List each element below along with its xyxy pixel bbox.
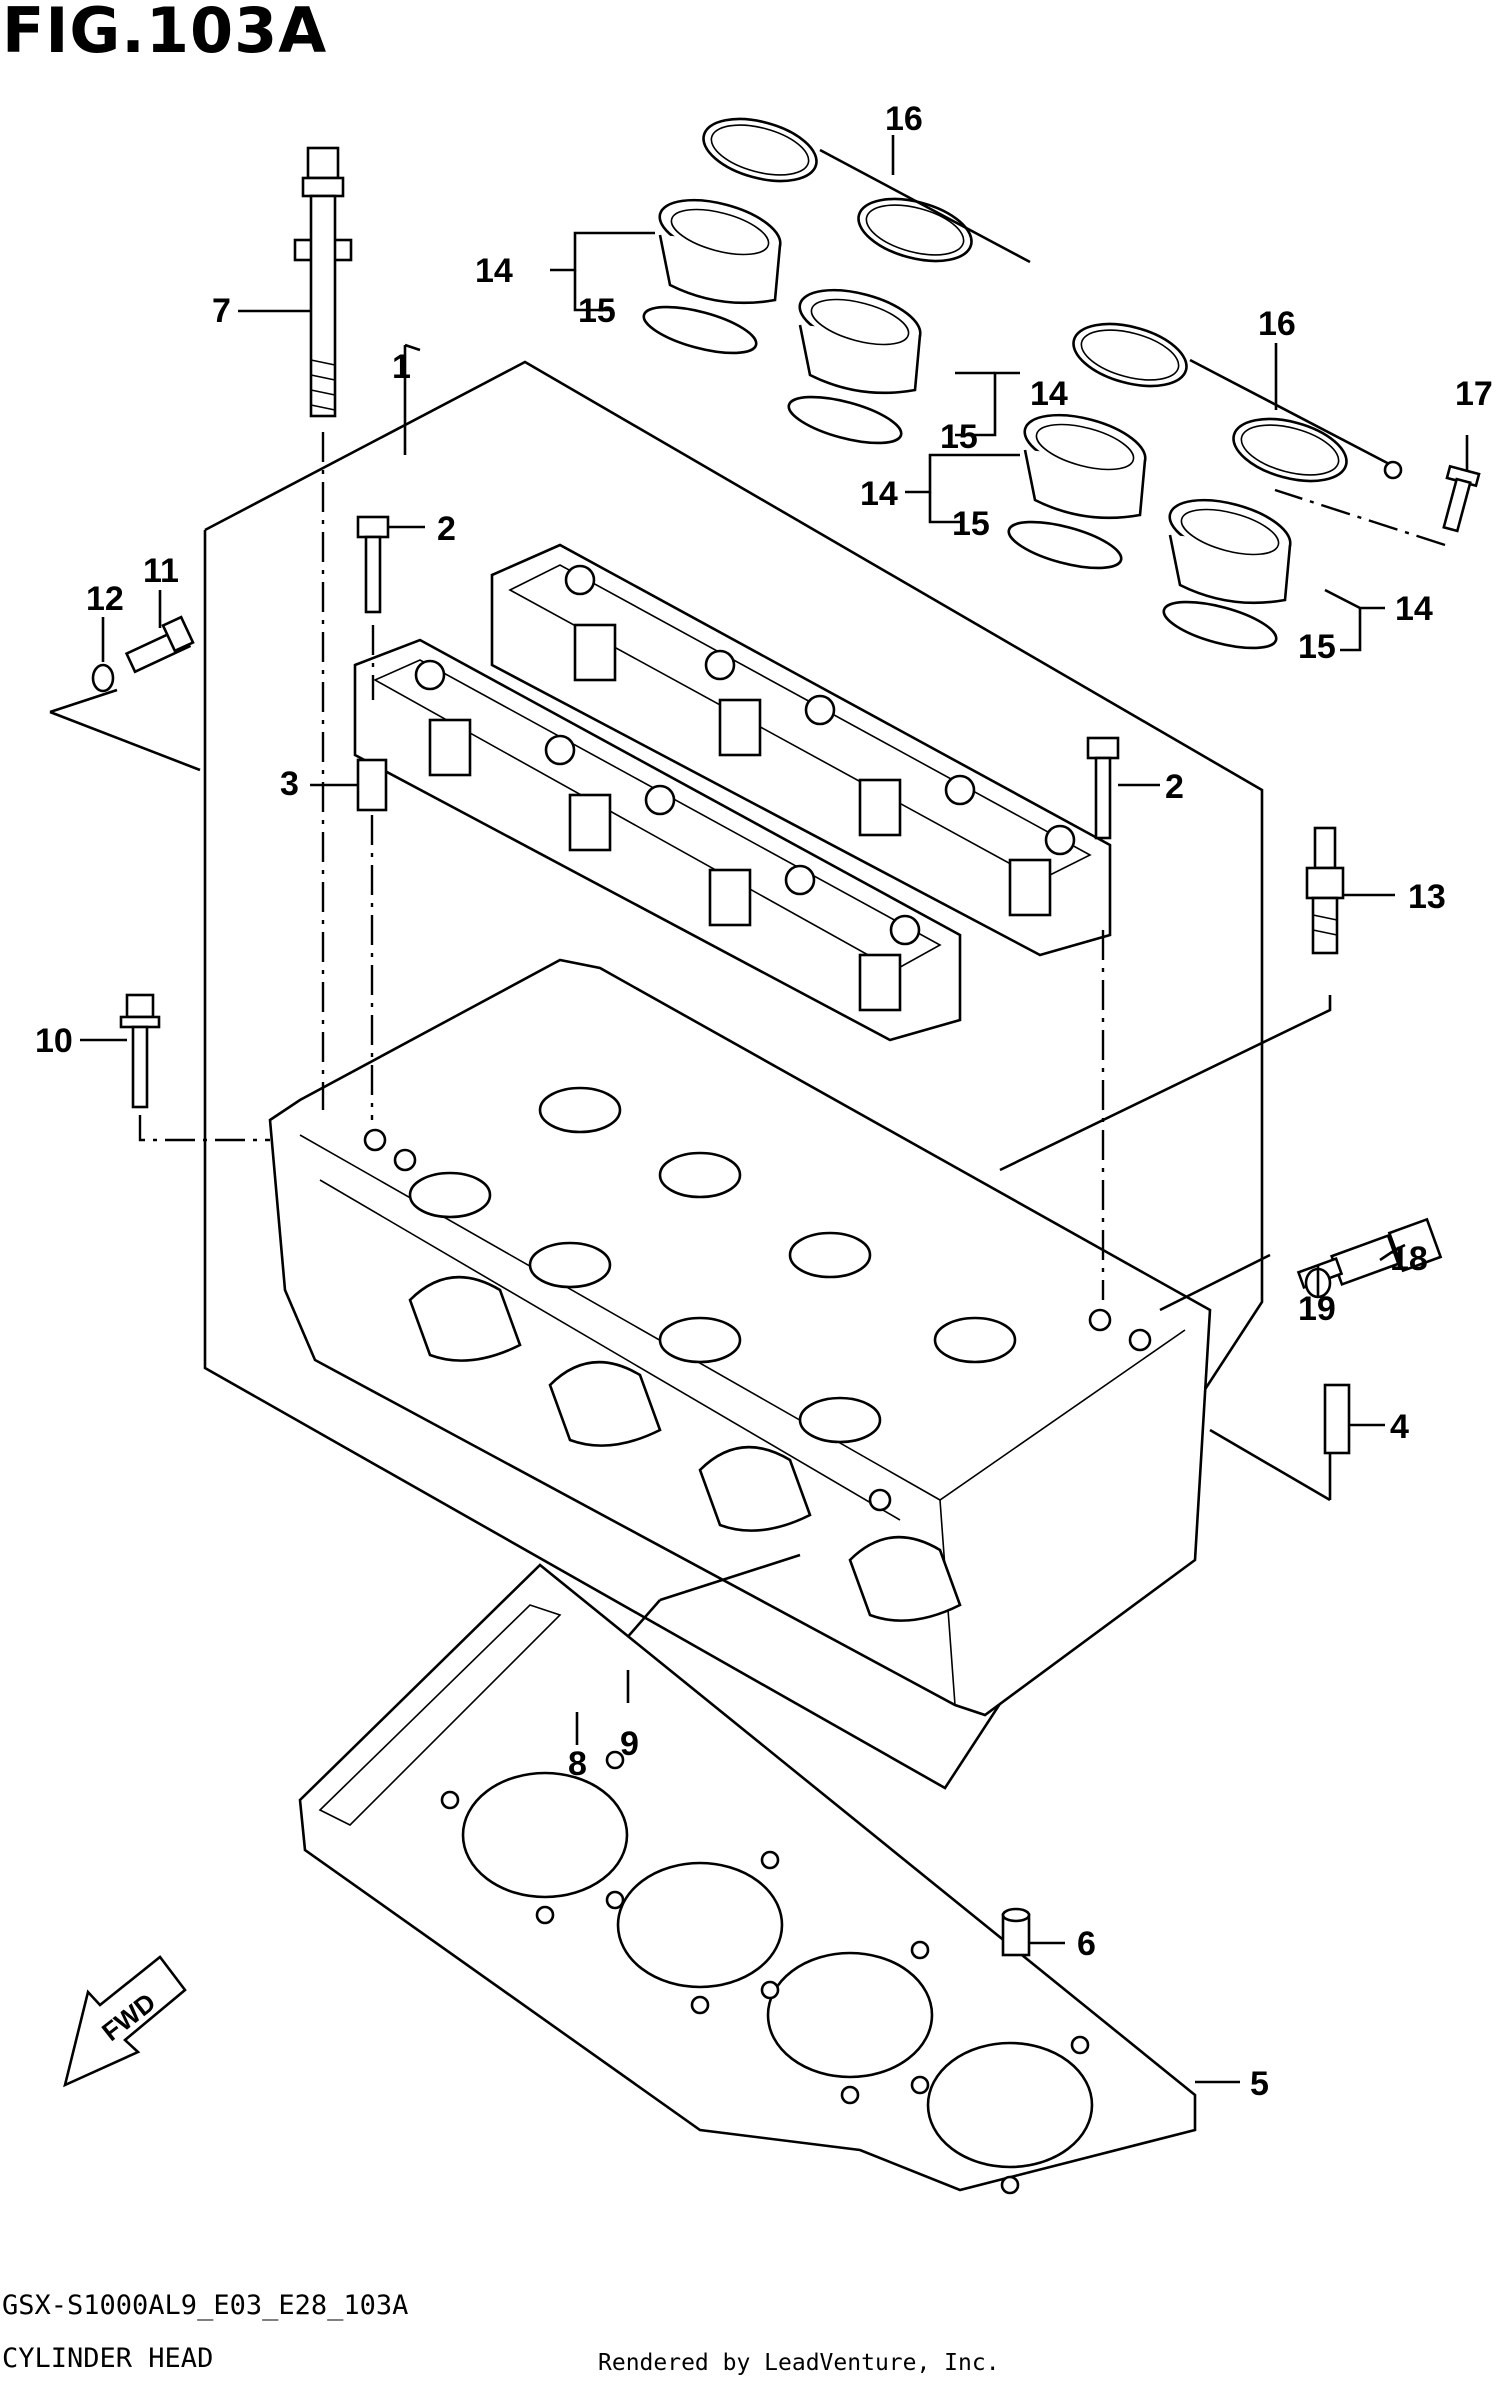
camshaft-holder-exhaust <box>353 638 962 1042</box>
bolt-side <box>119 993 270 1142</box>
callout-6: 6 <box>1077 1925 1096 1963</box>
callout-14: 14 <box>1395 590 1433 628</box>
callout-15: 15 <box>952 505 990 543</box>
render-credit: Rendered by LeadVenture, Inc. <box>598 2350 1000 2376</box>
callout-8: 8 <box>568 1745 587 1783</box>
callout-9: 9 <box>620 1725 639 1763</box>
callout-1: 1 <box>392 348 411 386</box>
callout-16: 16 <box>885 100 923 138</box>
callout-17: 17 <box>1455 375 1493 413</box>
callout-14: 14 <box>860 475 898 513</box>
cylinder-head <box>268 958 1212 1717</box>
callout-16: 16 <box>1258 305 1296 343</box>
intake-pipe <box>1023 413 1147 520</box>
callout-7: 7 <box>212 292 231 330</box>
callout-13: 13 <box>1408 878 1446 916</box>
callout-11: 11 <box>143 552 179 590</box>
callout-3: 3 <box>280 765 299 803</box>
callout-10: 10 <box>35 1022 73 1060</box>
callout-14: 14 <box>475 252 513 290</box>
callout-14: 14 <box>1030 375 1068 413</box>
figure-code: GSX-S1000AL9_E03_E28_103A <box>2 2290 409 2321</box>
callout-labels: 1 2 2 3 4 5 6 7 8 9 10 11 12 13 14 14 14… <box>35 100 1493 2103</box>
clamp-screw <box>1274 464 1481 547</box>
callout-15: 15 <box>578 292 616 330</box>
temperature-sensor <box>1296 1217 1443 1290</box>
callout-2: 2 <box>437 510 456 548</box>
union-fitting <box>124 615 195 674</box>
callout-2: 2 <box>1165 768 1184 806</box>
throttle-body-clamp <box>1072 322 1403 483</box>
intake-pipe <box>658 198 782 305</box>
head-bolt <box>293 146 353 1110</box>
camshaft-holder-intake <box>490 543 1112 957</box>
fwd-arrow: FWD <box>63 1955 187 2088</box>
callout-18: 18 <box>1390 1240 1428 1278</box>
gasket-dowel <box>1001 1907 1031 1957</box>
assembly-outline <box>203 345 1264 1790</box>
head-gasket <box>298 1563 1197 2195</box>
callout-12: 12 <box>86 580 124 618</box>
gasket-washer <box>91 663 115 693</box>
intake-pipe <box>1168 498 1292 605</box>
camshaft-holder-bolt <box>1086 736 1120 1300</box>
callout-4: 4 <box>1390 1408 1409 1446</box>
callout-19: 19 <box>1298 1290 1336 1328</box>
callout-5: 5 <box>1250 2065 1269 2103</box>
figure-name: CYLINDER HEAD <box>2 2343 214 2374</box>
union-stud <box>1209 1383 1351 1502</box>
spark-plug <box>999 826 1345 1172</box>
figure-title: FIG.103A <box>2 0 328 67</box>
intake-pipe <box>798 288 922 395</box>
callout-15: 15 <box>940 418 978 456</box>
leader-lines <box>80 135 1469 2084</box>
camshaft-holder-bolt <box>356 515 390 700</box>
intake-o-ring <box>642 305 1278 650</box>
callout-15: 15 <box>1298 628 1336 666</box>
throttle-body-clamp <box>702 117 1031 264</box>
